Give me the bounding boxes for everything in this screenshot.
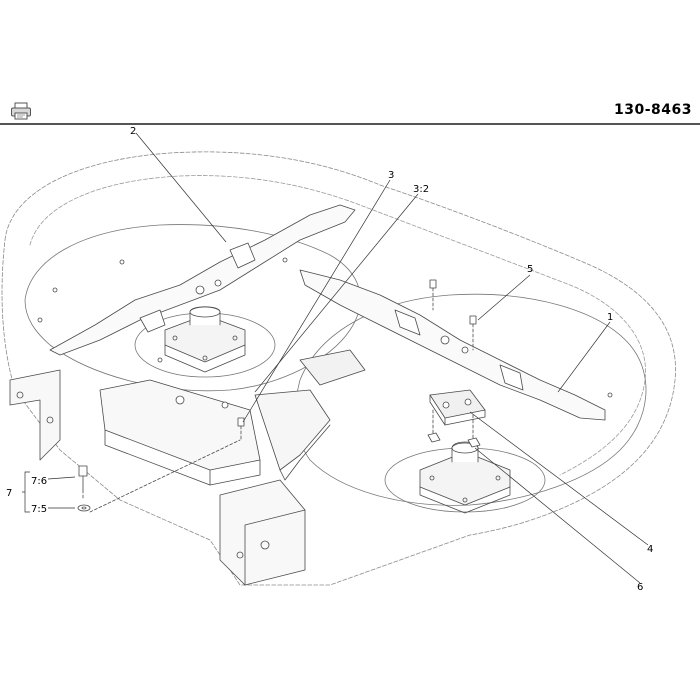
deck-inner-outline — [29, 175, 646, 476]
left-blade — [49, 204, 356, 356]
header-divider — [0, 123, 700, 125]
blade-bolts — [429, 279, 477, 351]
baffle-bolt — [175, 395, 245, 441]
part-number: 130-8463 — [614, 102, 692, 118]
callout-6[interactable]: 6 — [637, 582, 643, 593]
printer-icon[interactable] — [10, 102, 32, 120]
mower-deck-blade-diagram: 2 3 3:2 5 1 4 6 7 7:6 7:5 — [1, 126, 676, 593]
center-baffle-shadow — [299, 349, 366, 386]
callout-7[interactable]: 7 — [6, 488, 12, 499]
left-side-bracket — [9, 369, 61, 461]
callout-2[interactable]: 2 — [130, 126, 136, 137]
callout-5[interactable]: 5 — [527, 264, 533, 275]
front-left-bracket — [99, 379, 306, 586]
right-deck-surface — [295, 293, 647, 506]
callout-7-5[interactable]: 7:5 — [31, 504, 47, 515]
page-header: 130-8463 — [0, 100, 700, 124]
hardware-7 — [77, 439, 241, 513]
callout-7-6[interactable]: 7:6 — [31, 476, 47, 487]
spindle-nuts — [427, 409, 481, 448]
callout-4[interactable]: 4 — [647, 544, 653, 555]
left-deck-surface — [24, 224, 361, 392]
deck-outline — [1, 151, 676, 586]
left-spindle-hub — [134, 306, 276, 378]
center-baffle — [254, 389, 331, 471]
callout-3-2[interactable]: 3:2 — [413, 184, 429, 195]
right-spindle-hub — [384, 441, 546, 514]
right-blade — [299, 269, 606, 421]
callout-3[interactable]: 3 — [388, 170, 394, 181]
blade-adapter — [429, 389, 486, 426]
leader-lines — [22, 132, 649, 584]
callout-1[interactable]: 1 — [607, 312, 613, 323]
